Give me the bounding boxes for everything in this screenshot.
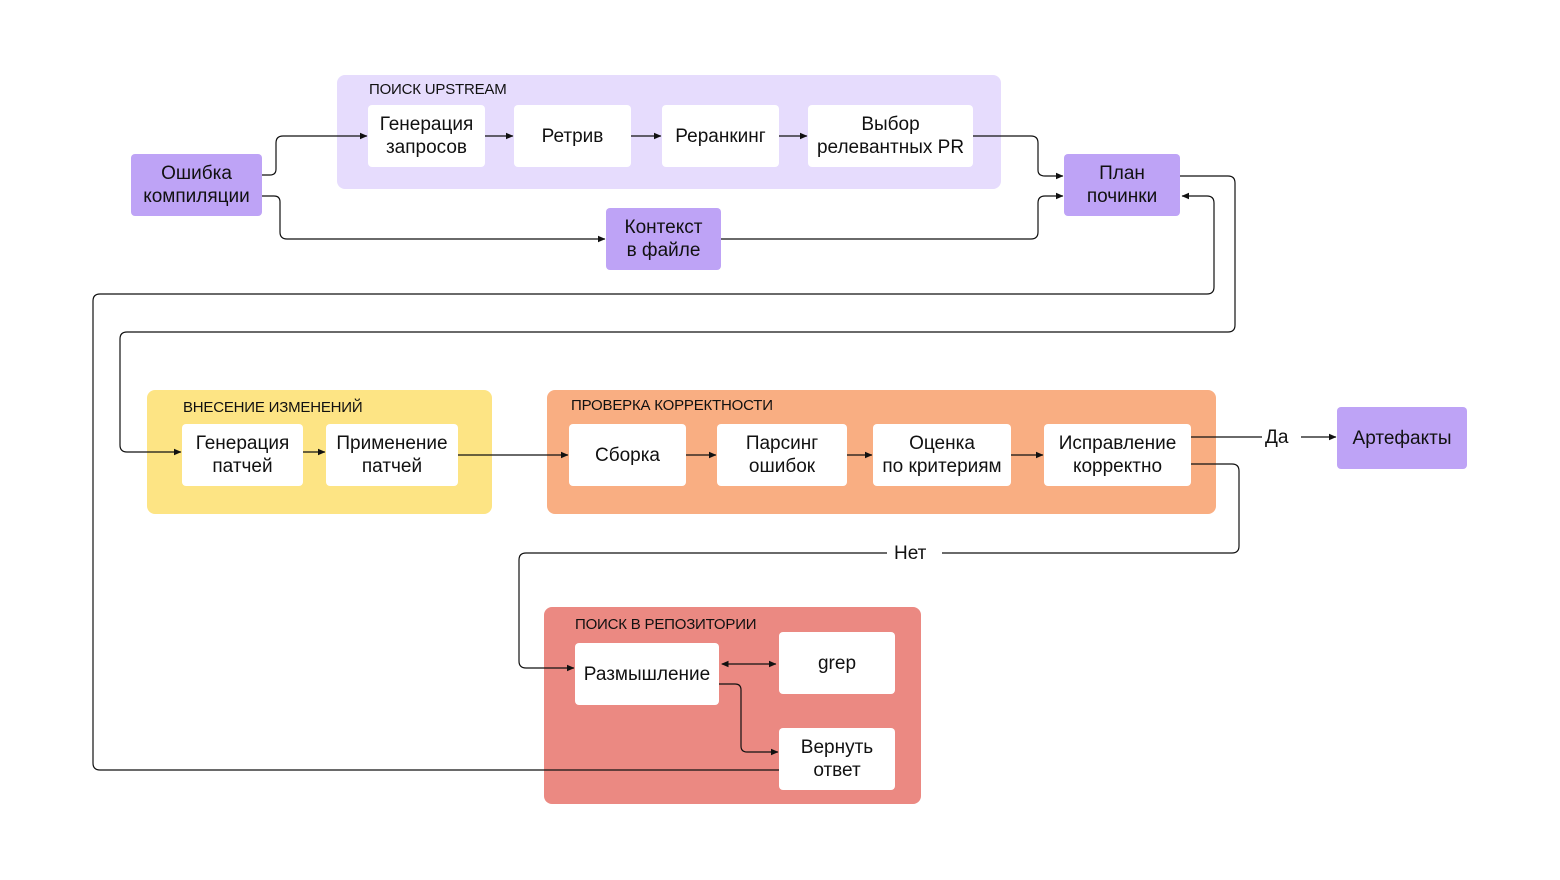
node-evaluate-label: Оценка по критериям: [882, 433, 1002, 477]
node-evaluate: Оценка по критериям: [873, 424, 1011, 486]
node-retrieve: Ретрив: [514, 105, 631, 167]
edge-error-to-queries: [262, 132, 368, 176]
node-retrieve-label: Ретрив: [541, 125, 604, 147]
node-rerank-label: Реранкинг: [675, 125, 766, 147]
group-title-upstream: ПОИСК UPSTREAM: [369, 81, 507, 98]
node-return-answer: Вернуть ответ: [779, 728, 895, 790]
group-title-repo: ПОИСК В РЕПОЗИТОРИИ: [575, 616, 757, 633]
edge-thinking-to-answer: [719, 683, 779, 756]
node-apply-patches-label: Применение патчей: [336, 433, 448, 477]
edge-plan-to-patches: [119, 175, 1236, 456]
node-generate-patches-label: Генерация патчей: [195, 433, 290, 477]
node-return-answer-label: Вернуть ответ: [800, 737, 874, 781]
node-file-context-label: Контекст в файле: [624, 217, 703, 261]
node-fix-correct-label: Исправление корректно: [1058, 433, 1177, 477]
node-parse-errors-label: Парсинг ошибок: [745, 433, 819, 477]
node-apply-patches: Применение патчей: [326, 424, 458, 486]
node-fix-correct: Исправление корректно: [1044, 424, 1191, 486]
edge-label-no: Нет: [891, 543, 930, 565]
edge-answer-to-plan: [92, 192, 1215, 771]
edge-select-to-plan: [973, 135, 1064, 180]
node-build: Сборка: [569, 424, 686, 486]
node-fix-plan-label: План починки: [1086, 163, 1158, 207]
node-generate-queries-label: Генерация запросов: [379, 114, 474, 158]
node-grep-label: grep: [817, 652, 857, 674]
edge-no-to-thinking: [518, 463, 1240, 668]
node-thinking-label: Размышление: [583, 663, 711, 685]
edge-label-yes: Да: [1262, 427, 1292, 449]
node-thinking: Размышление: [575, 643, 719, 705]
node-select-pr: Выбор релевантных PR: [808, 105, 973, 167]
node-artifacts: Артефакты: [1337, 407, 1467, 469]
node-build-label: Сборка: [594, 444, 661, 466]
node-grep: grep: [779, 632, 895, 694]
group-title-check: ПРОВЕРКА КОРРЕКТНОСТИ: [571, 397, 773, 414]
node-generate-patches: Генерация патчей: [182, 424, 303, 486]
node-parse-errors: Парсинг ошибок: [717, 424, 847, 486]
node-generate-queries: Генерация запросов: [368, 105, 485, 167]
node-rerank: Реранкинг: [662, 105, 779, 167]
edge-error-to-context: [262, 195, 606, 243]
node-fix-plan: План починки: [1064, 154, 1180, 216]
node-compile-error: Ошибка компиляции: [131, 154, 262, 216]
group-title-changes: ВНЕСЕНИЕ ИЗМЕНЕНИЙ: [183, 399, 363, 416]
node-artifacts-label: Артефакты: [1352, 427, 1452, 449]
edge-context-to-plan: [721, 192, 1064, 240]
node-compile-error-label: Ошибка компиляции: [143, 163, 250, 207]
node-select-pr-label: Выбор релевантных PR: [816, 114, 965, 158]
node-file-context: Контекст в файле: [606, 208, 721, 270]
